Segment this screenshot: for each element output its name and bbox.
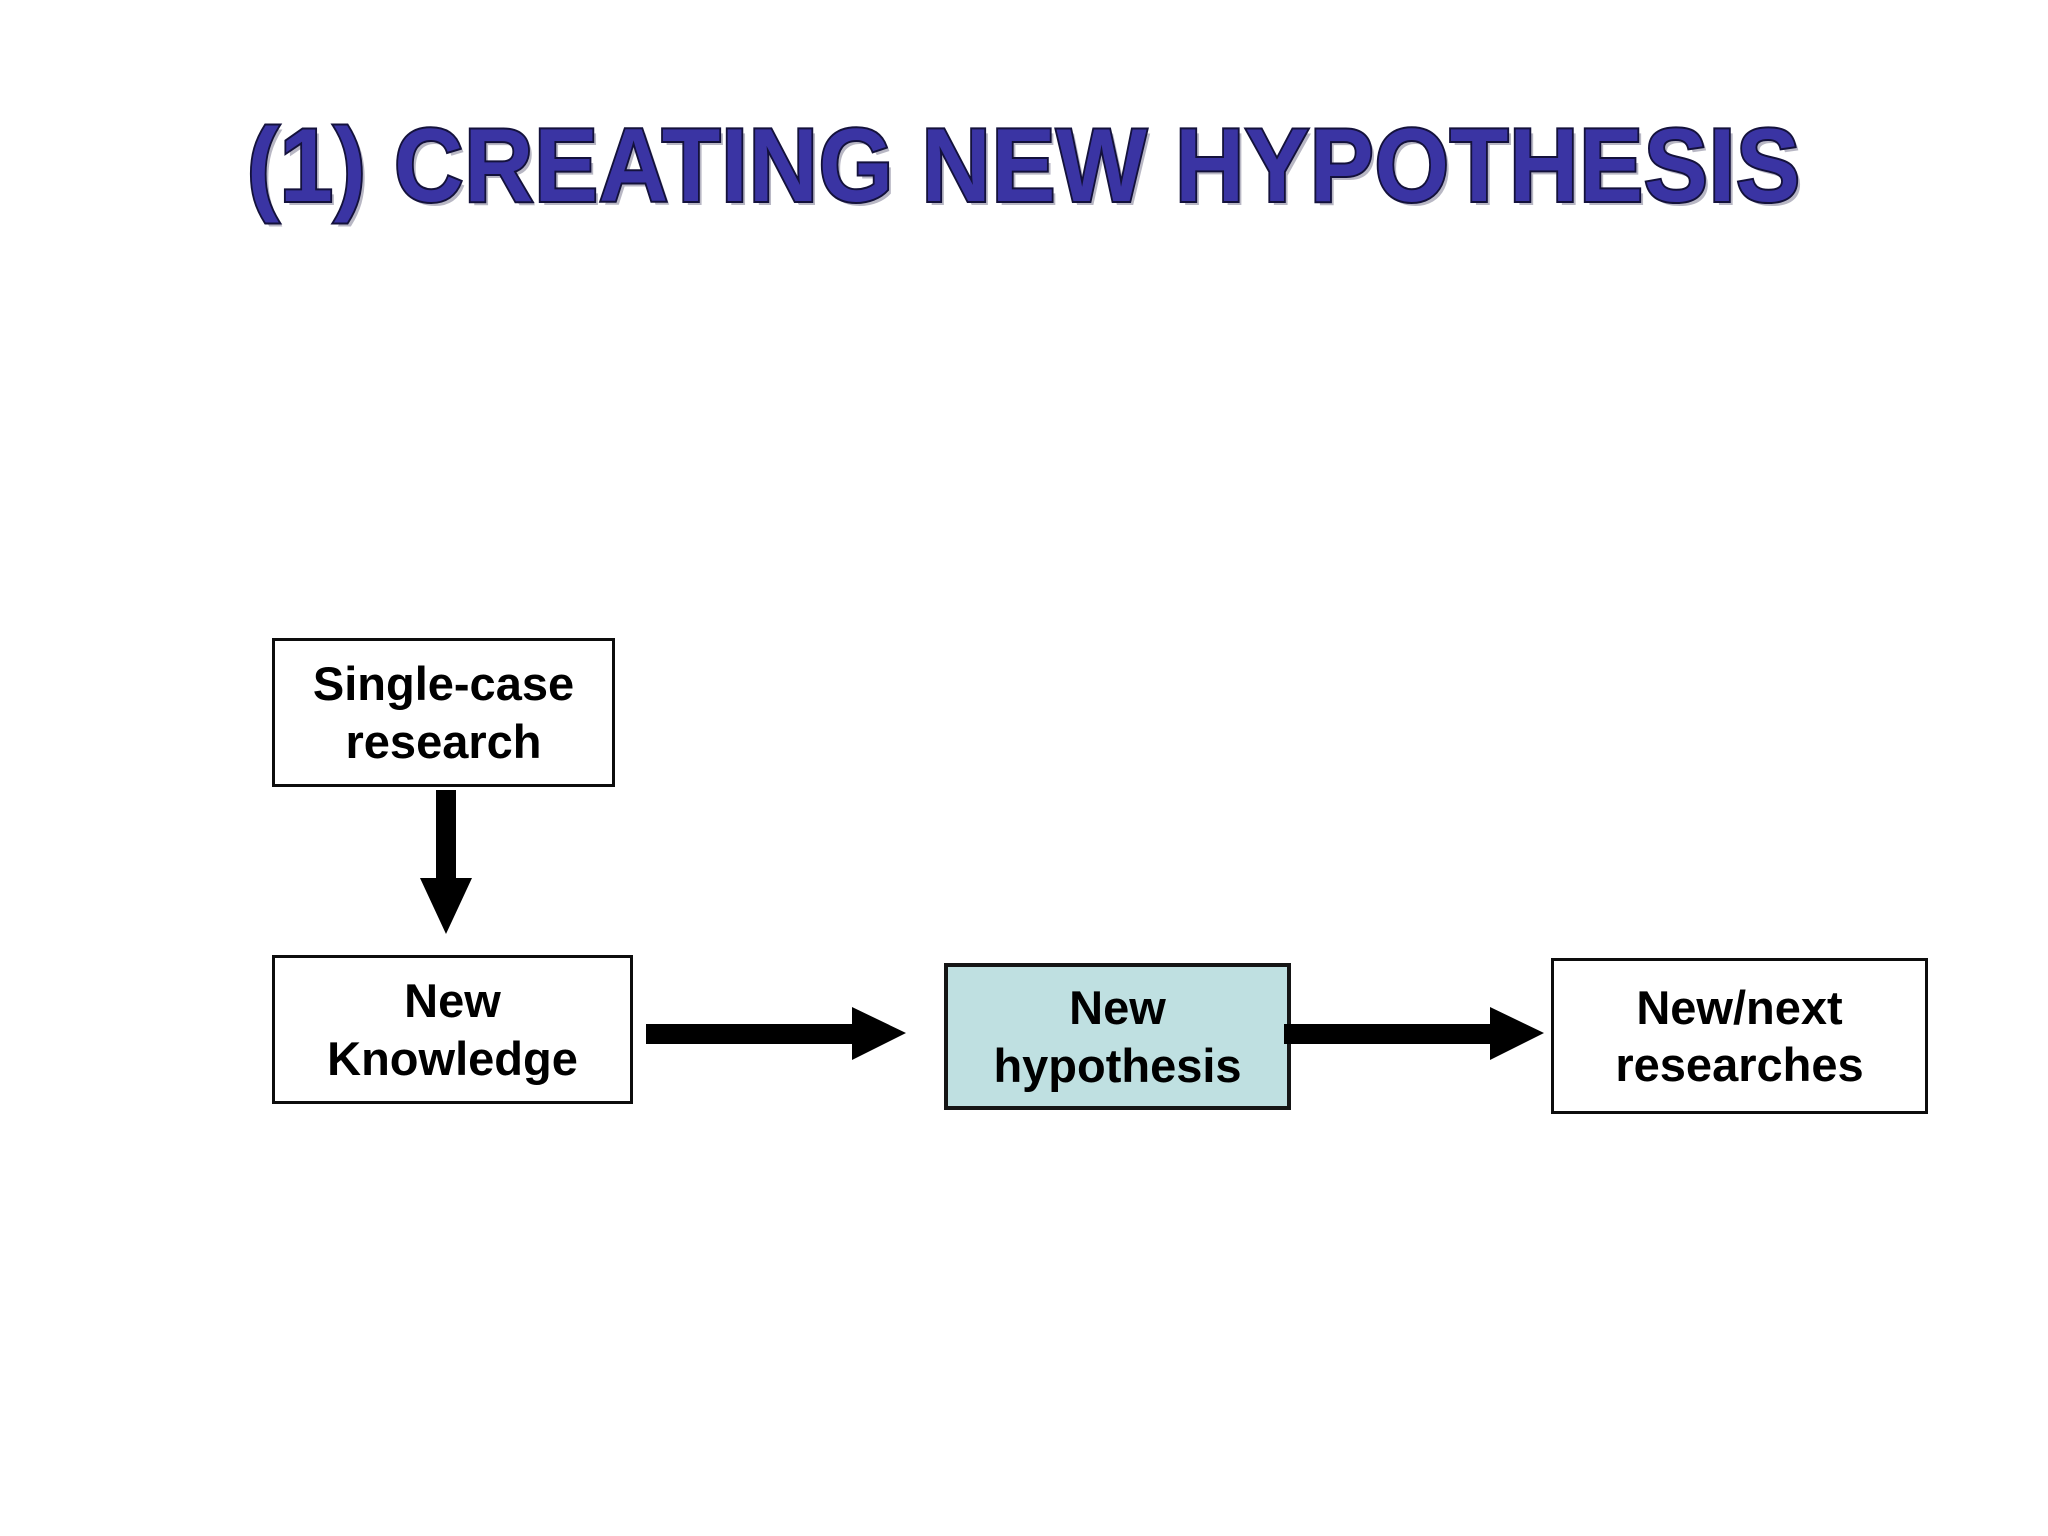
flowchart-node-new-knowledge[interactable]: New Knowledge [272,955,633,1104]
node-label: New/next researches [1554,979,1925,1094]
node-label: New hypothesis [948,979,1287,1094]
node-label-line2: research [345,714,542,768]
node-label-line1: New [1069,981,1166,1035]
node-label-line1: New/next [1636,980,1843,1034]
arrow-right-glyph [1284,1007,1544,1060]
node-label-line2: Knowledge [327,1031,578,1085]
node-label-line2: hypothesis [993,1038,1242,1092]
node-label: Single-case research [275,655,612,770]
node-label-line1: Single-case [312,657,575,711]
flowchart-node-new-hypothesis[interactable]: New hypothesis [944,963,1291,1110]
arrow-right-new-hypothesis-to-new-next-researches [1284,1004,1546,1064]
arrow-down-single-case-to-new-knowledge [416,790,476,936]
page-title: (1) CREATING NEW HYPOTHESIS [245,108,1802,224]
node-label: New Knowledge [275,972,630,1087]
arrow-right-glyph [646,1007,906,1060]
node-label-line2: researches [1615,1038,1864,1091]
arrow-right-new-knowledge-to-new-hypothesis [646,1004,908,1064]
flowchart-node-new-next-researches[interactable]: New/next researches [1551,958,1928,1114]
flowchart-node-single-case-research[interactable]: Single-case research [272,638,615,787]
arrow-down-glyph [420,790,472,934]
node-label-line1: New [404,974,501,1028]
